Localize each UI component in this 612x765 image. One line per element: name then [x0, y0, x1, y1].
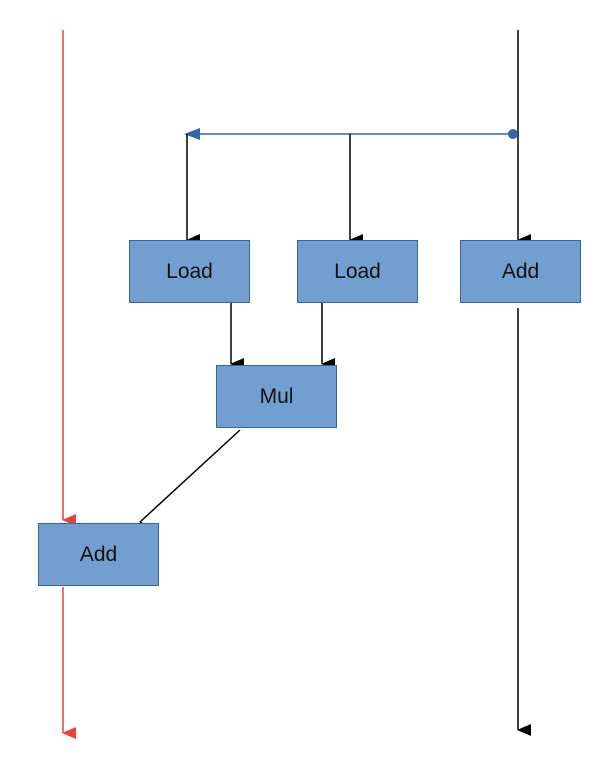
mul-node-label: Mul [259, 384, 294, 408]
load-node-1: Load [129, 240, 250, 303]
branch-origin-dot [508, 129, 518, 139]
add-node-left-label: Add [79, 542, 118, 566]
add-node-right: Add [460, 240, 581, 303]
branch-arrowhead [184, 128, 200, 140]
load-node-1-label: Load [166, 259, 213, 283]
edge-mul-to-add [139, 429, 241, 536]
load-node-2: Load [297, 240, 418, 303]
add-node-right-label: Add [501, 259, 540, 283]
add-node-left: Add [38, 523, 159, 586]
load-node-2-label: Load [334, 259, 381, 283]
mul-node: Mul [216, 365, 337, 428]
